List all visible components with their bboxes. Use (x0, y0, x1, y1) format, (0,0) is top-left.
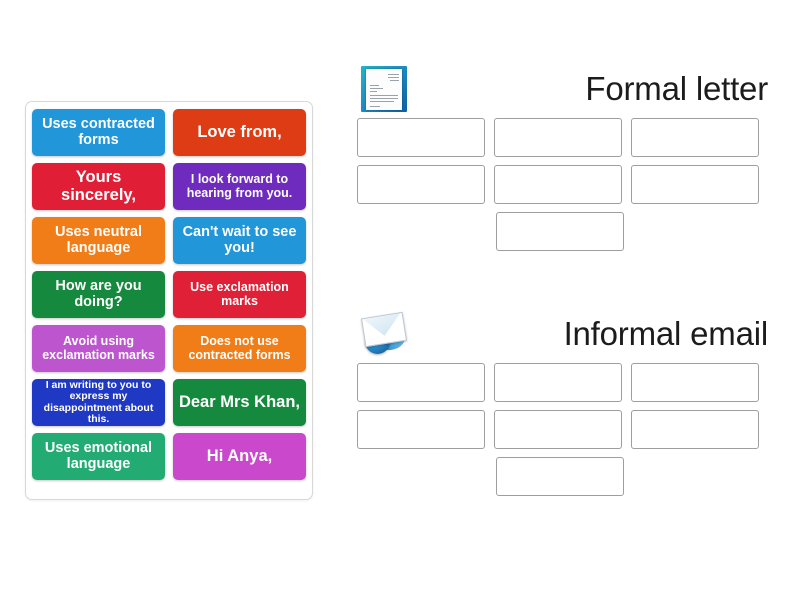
answer-tile[interactable]: Can't wait to see you! (173, 217, 306, 264)
dropzone[interactable] (631, 165, 759, 204)
email-envelope-icon (357, 309, 409, 359)
answer-tile-label: Avoid using exclamation marks (42, 334, 155, 362)
dropzone[interactable] (357, 363, 485, 402)
dropzone[interactable] (494, 165, 622, 204)
answer-tile-label: Uses neutral language (54, 223, 143, 256)
answer-tile-label: Love from, (197, 122, 282, 141)
dropzone-area-formal (340, 118, 780, 251)
answer-tile[interactable]: Use exclamation marks (173, 271, 306, 318)
answer-tile[interactable]: Uses emotional language (32, 433, 165, 480)
dropzone-row (357, 363, 780, 402)
answer-tile[interactable]: I look forward to hearing from you. (173, 163, 306, 210)
group-title: Informal email (563, 315, 769, 352)
dropzone-area-informal (340, 363, 780, 496)
group-header: Formal letter (340, 60, 780, 118)
dropzone[interactable] (631, 363, 759, 402)
answer-tile-label: Can't wait to see you! (182, 223, 297, 256)
answer-tile[interactable]: Uses contracted forms (32, 109, 165, 156)
answer-tile[interactable]: Yours sincerely, (32, 163, 165, 210)
answer-tile-label: Yours sincerely, (61, 167, 136, 204)
answer-tile[interactable]: Does not use contracted forms (173, 325, 306, 372)
answer-tile-label: Hi Anya, (206, 446, 273, 465)
answer-tile-panel[interactable]: Uses contracted forms Love from, Yours sin… (25, 101, 313, 500)
answer-tile[interactable]: I am writing to you to express my disapp… (32, 379, 165, 426)
answer-tile-label: Use exclamation marks (190, 280, 289, 308)
dropzone[interactable] (494, 118, 622, 157)
document-icon (357, 64, 409, 114)
answer-tile-label: How are you doing? (55, 277, 142, 310)
answer-tile-label: Uses emotional language (44, 439, 153, 472)
group-informal-email: Informal email (340, 305, 780, 504)
dropzone[interactable] (357, 410, 485, 449)
dropzone-row (357, 165, 780, 204)
dropzone[interactable] (496, 457, 624, 496)
group-header: Informal email (340, 305, 780, 363)
dropzone[interactable] (631, 410, 759, 449)
dropzone[interactable] (494, 410, 622, 449)
group-formal-letter: Formal letter (340, 60, 780, 259)
answer-tile[interactable]: Dear Mrs Khan, (173, 379, 306, 426)
dropzone-row (357, 212, 780, 251)
answer-tile[interactable]: How are you doing? (32, 271, 165, 318)
dropzone-row (357, 118, 780, 157)
group-title: Formal letter (585, 70, 768, 107)
answer-tile[interactable]: Uses neutral language (32, 217, 165, 264)
answer-tile-label: I am writing to you to express my disapp… (43, 379, 154, 425)
answer-tile-label: Uses contracted forms (42, 115, 155, 148)
dropzone[interactable] (357, 118, 485, 157)
answer-tile[interactable]: Avoid using exclamation marks (32, 325, 165, 372)
dropzone-row (357, 410, 780, 449)
dropzone-row (357, 457, 780, 496)
dropzone[interactable] (494, 363, 622, 402)
answer-tile[interactable]: Love from, (173, 109, 306, 156)
answer-tile[interactable]: Hi Anya, (173, 433, 306, 480)
dropzone[interactable] (631, 118, 759, 157)
answer-tile-label: Does not use contracted forms (188, 334, 291, 362)
answer-tile-label: I look forward to hearing from you. (186, 172, 293, 200)
tile-grid: Uses contracted forms Love from, Yours sin… (32, 109, 306, 480)
answer-tile-label: Dear Mrs Khan, (178, 392, 301, 411)
dropzone[interactable] (496, 212, 624, 251)
dropzone[interactable] (357, 165, 485, 204)
